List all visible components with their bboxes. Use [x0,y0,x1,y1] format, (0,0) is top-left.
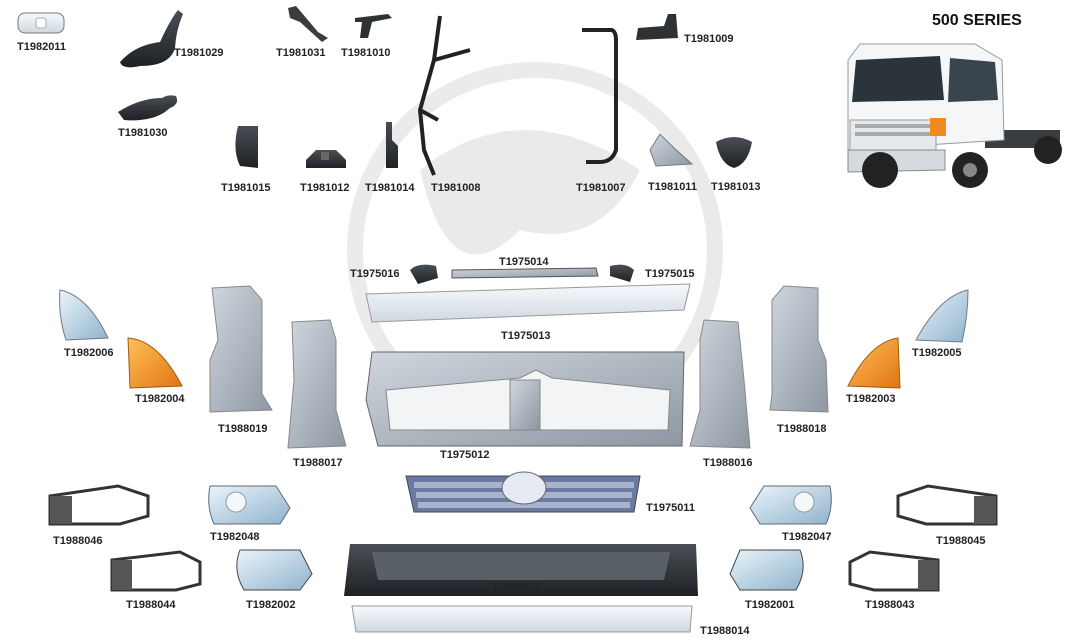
part-corner-left-a [209,285,273,413]
part-plate [649,133,694,167]
part-label[interactable]: T1988044 [126,599,176,611]
part-lamp-left-amber [127,337,183,389]
part-label[interactable]: T1981015 [221,182,271,194]
part-label[interactable]: T1982004 [135,393,185,405]
part-mirror-rod-2 [582,28,618,164]
part-label[interactable]: T1982047 [782,531,832,543]
part-mirror-rod-1 [417,15,471,176]
part-label[interactable]: T1975014 [499,256,549,268]
part-label[interactable]: T1981011 [648,181,697,193]
part-label[interactable]: T1981030 [118,127,168,139]
part-corner-left-b [287,319,347,449]
part-label[interactable]: T1988045 [936,535,986,547]
part-corner-right-a [769,285,829,413]
part-label[interactable]: T1981031 [276,47,326,59]
part-label[interactable]: T1982048 [210,531,260,543]
part-label[interactable]: T1981014 [365,182,415,194]
part-label[interactable]: T1988043 [865,599,915,611]
part-label[interactable]: T1981008 [431,182,481,194]
part-label[interactable]: T1982005 [912,347,962,359]
part-label[interactable]: T1988046 [53,535,103,547]
part-bar [451,267,599,279]
part-stay [386,122,398,168]
part-label[interactable]: T1975016 [350,268,400,280]
part-label[interactable]: T1988016 [703,457,753,469]
part-label[interactable]: T1988015 [492,581,542,593]
part-bracket-left [410,264,438,284]
part-cover-1 [235,126,258,168]
part-label[interactable]: T1981029 [174,47,224,59]
part-fog-lamp-left [236,549,313,591]
part-label[interactable]: T1988014 [700,625,750,637]
part-label[interactable]: T1988018 [777,423,827,435]
part-mirror-arm-1 [120,10,183,68]
part-headlamp-left [208,485,291,525]
part-bracket-1 [288,6,328,42]
part-mirror-arm-2 [118,95,178,121]
part-label[interactable]: T1981010 [341,47,391,59]
part-label[interactable]: T1982001 [745,599,795,611]
part-dome [716,137,752,168]
part-headlamp-right [749,485,832,525]
part-bumper-lower [351,605,693,633]
part-label[interactable]: T1988017 [293,457,343,469]
part-bracket-right [610,264,634,282]
part-label[interactable]: T1975012 [440,449,490,461]
part-label[interactable]: T1975013 [501,330,551,342]
part-corner-right-b [689,319,751,449]
part-lamp-right-clear [915,289,969,343]
part-lamp-right-amber [847,337,901,389]
series-title: 500 SERIES [932,12,1022,29]
part-upper-panel [365,283,691,323]
part-bracket-2 [355,14,392,38]
part-label[interactable]: T1982006 [64,347,114,359]
part-label[interactable]: T1981013 [711,181,761,193]
part-label[interactable]: T1981009 [684,33,734,45]
part-label[interactable]: T1975011 [646,502,695,514]
part-label[interactable]: T1982011 [17,41,66,53]
part-bracket-3 [636,14,678,40]
truck-illustration [847,43,1062,188]
part-label[interactable]: T1981007 [576,182,626,194]
part-label[interactable]: T1982002 [246,599,296,611]
part-fog-lamp-right [729,549,804,591]
part-label[interactable]: T1982003 [846,393,896,405]
part-label[interactable]: T1981012 [300,182,350,194]
part-lamp-left-clear [59,289,109,341]
part-label[interactable]: T1988019 [218,423,268,435]
part-label[interactable]: T1975015 [645,268,695,280]
